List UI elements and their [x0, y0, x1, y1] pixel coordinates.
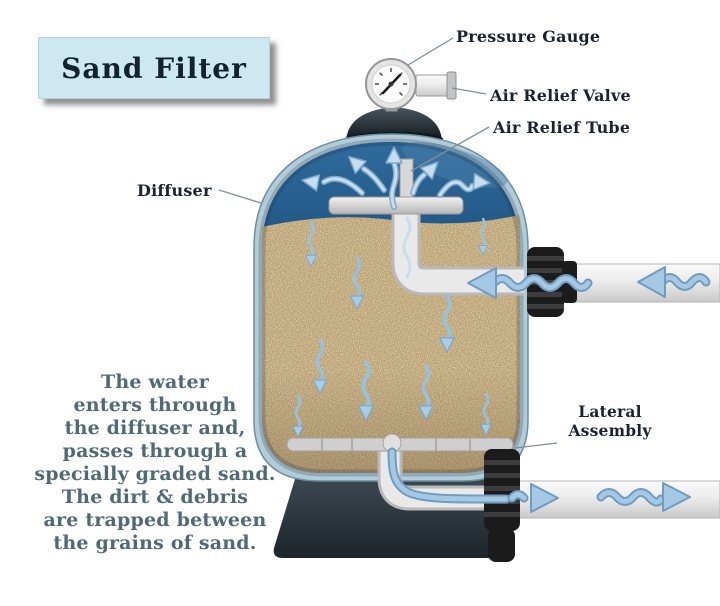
pressure-gauge-illustration [365, 58, 457, 112]
outlet-fitting [484, 449, 520, 562]
leader-lines [218, 37, 558, 449]
water-spray-arrows [300, 146, 492, 279]
label-pressure-gauge: Pressure Gauge [456, 27, 601, 46]
lateral-assembly-illustration [286, 433, 514, 453]
description-line: The dirt & debris [61, 486, 249, 508]
description-line: passes through a [62, 440, 248, 462]
label-lateral-assembly: Lateral Assembly [568, 402, 652, 440]
description-text: The water enters through the diffuser an… [15, 371, 295, 555]
description-line: the grains of sand. [53, 532, 257, 554]
air-relief-valve-illustration [415, 71, 457, 100]
pipe-flow-arrows [387, 266, 711, 513]
description-line: specially graded sand. [34, 463, 276, 485]
description-line: enters through [73, 394, 237, 416]
internal-plumbing [286, 158, 524, 511]
description-line: the diffuser and, [64, 417, 246, 439]
air-relief-tube-illustration [399, 158, 414, 204]
description-line: are trapped between [43, 509, 267, 531]
label-diffuser: Diffuser [137, 181, 212, 200]
description-line: The water [101, 371, 209, 393]
label-air-relief-valve: Air Relief Valve [490, 86, 631, 105]
label-air-relief-tube: Air Relief Tube [493, 118, 631, 137]
page-title: Sand Filter [61, 51, 247, 85]
title-box: Sand Filter [38, 37, 270, 99]
